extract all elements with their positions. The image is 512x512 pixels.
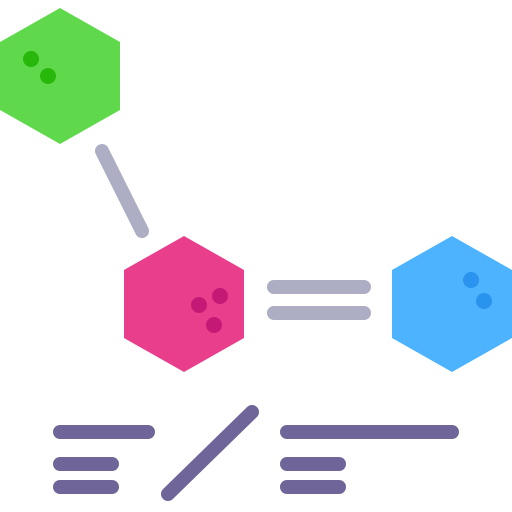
green-atom-dot [23, 51, 39, 67]
blue-atom-dot [476, 293, 492, 309]
green-atom [0, 8, 120, 144]
pink-atom [124, 236, 244, 372]
pink-atom-dot [191, 297, 207, 313]
slash-icon [161, 405, 259, 501]
blue-hexagon-icon [392, 236, 512, 372]
single-bond-line [95, 144, 149, 238]
pink-atom-dot [206, 317, 222, 333]
green-hexagon-icon [0, 8, 120, 144]
double-bond [267, 280, 371, 320]
formula [53, 405, 459, 501]
blue-atom-dot [463, 272, 479, 288]
blue-atom [392, 236, 512, 372]
pink-atom-dot [212, 288, 228, 304]
pink-hexagon-icon [124, 236, 244, 372]
green-atom-dot [40, 68, 56, 84]
